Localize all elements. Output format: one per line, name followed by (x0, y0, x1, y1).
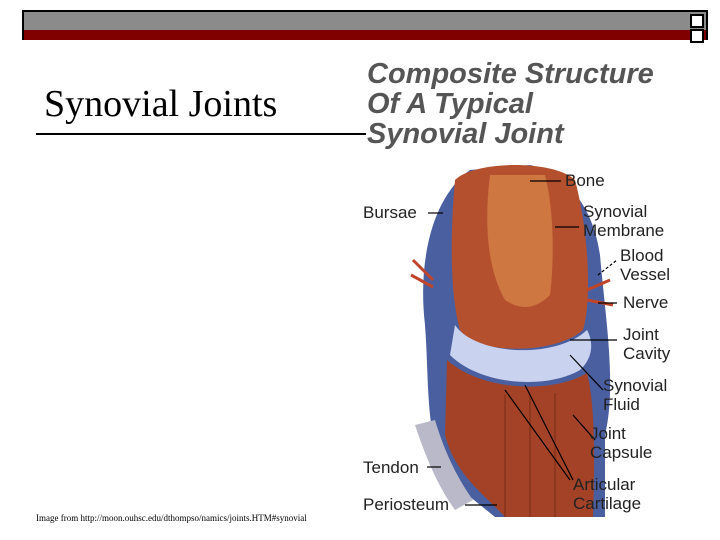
label-joint-capsule: Joint Capsule (590, 424, 652, 462)
label-line: Fluid (603, 395, 640, 414)
label-line: Membrane (583, 221, 665, 240)
upper-bone-marrow (487, 175, 553, 307)
label-line: Joint (590, 424, 626, 443)
label-line: Articular (573, 475, 636, 494)
figure-heading: Composite Structure Of A Typical Synovia… (367, 59, 654, 149)
vessel-shape (410, 258, 435, 289)
title-underline (36, 133, 366, 135)
label-line: Synovial (583, 202, 648, 221)
slide-corner-box (690, 14, 704, 28)
lower-bone-texture (504, 393, 556, 517)
slide-top-bar (22, 10, 708, 43)
slide-top-stripe (24, 30, 706, 40)
lower-bone-shape (445, 360, 595, 517)
label-line: Blood (620, 246, 664, 265)
articular-cartilage-shape (450, 325, 592, 382)
label-line: Vessel (620, 265, 671, 284)
label-synovial-membrane: Synovial Membrane (583, 202, 664, 240)
label-line: Cavity (623, 344, 671, 363)
leader-joint-capsule (572, 414, 596, 441)
slide-corner-box (690, 29, 704, 43)
label-joint-cavity: Joint Cavity (623, 325, 670, 363)
label-nerve: Nerve (623, 293, 669, 312)
label-bone: Bone (565, 171, 605, 190)
leader-articular-cartilage-2 (524, 384, 574, 481)
label-tendon: Tendon (363, 458, 419, 477)
leader-lines (427, 180, 618, 506)
label-articular-cartilage: Articular Cartilage (573, 475, 641, 513)
slide-title: Synovial Joints (44, 83, 278, 125)
label-periosteum: Periosteum (363, 495, 449, 514)
figure-heading-line: Composite Structure (367, 58, 654, 90)
image-source-caption: Image from http://moon.ouhsc.edu/dthomps… (36, 513, 307, 523)
label-synovial-fluid: Synovial Fluid (603, 376, 667, 414)
figure-heading-line: Of A Typical (367, 88, 533, 120)
leader-synovial-fluid (569, 354, 604, 391)
joint-illustration (410, 165, 618, 517)
synovial-joint-figure: Composite Structure Of A Typical Synovia… (355, 55, 695, 525)
figure-heading-line: Synovial Joint (367, 118, 564, 150)
label-bursae: Bursae (363, 203, 417, 222)
label-line: Capsule (590, 443, 653, 462)
label-line: Cartilage (573, 494, 642, 513)
label-blood-vessel: Blood Vessel (620, 246, 670, 284)
tendon-shape (415, 420, 473, 510)
label-line: Synovial (603, 376, 668, 395)
leader-articular-cartilage-1 (504, 389, 571, 481)
label-line: Joint (623, 325, 659, 344)
leader-blood-vessel (597, 259, 618, 276)
